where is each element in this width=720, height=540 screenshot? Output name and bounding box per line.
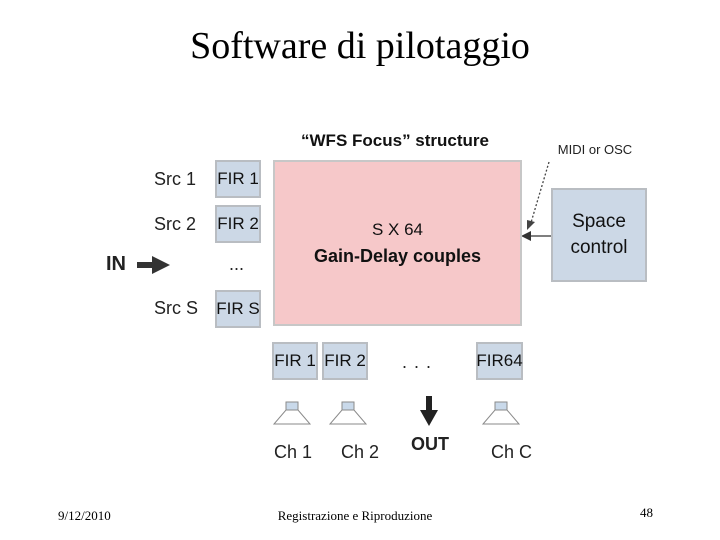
input-fir-box: FIR S <box>215 290 261 328</box>
in-label: IN <box>106 253 126 275</box>
out-label: OUT <box>411 434 449 454</box>
footer-center-text: Registrazione e Riproduzione <box>277 508 433 523</box>
out-arrow-shaft <box>426 396 432 412</box>
in-arrow-shaft <box>137 262 153 268</box>
speaker-icon <box>272 401 312 425</box>
source-label: Src 2 <box>154 214 197 234</box>
channel-label: Ch C <box>491 442 533 462</box>
source-label: Src S <box>154 298 199 318</box>
output-fir-box: FIR 2 <box>322 342 368 380</box>
matrix-size-label: S X 64 <box>371 220 424 239</box>
diagram-title: “WFS Focus” structure <box>301 131 489 150</box>
midi-osc-label: MIDI or OSC <box>557 142 633 157</box>
in-arrow-head <box>152 256 170 274</box>
source-label: Src 1 <box>154 169 197 189</box>
midi-arrow-line <box>529 161 550 227</box>
out-arrow-head <box>420 410 438 426</box>
space-control-line1: Space <box>572 211 626 232</box>
midi-arrow-head <box>527 220 535 230</box>
page-number: 48 <box>640 505 653 520</box>
space-control-line2: control <box>570 237 628 258</box>
input-fir-box: FIR 1 <box>215 160 261 198</box>
matrix-desc-label: Gain-Delay couples <box>313 246 482 266</box>
speaker-icon <box>328 401 368 425</box>
output-ellipsis: . . . <box>402 352 433 372</box>
channel-label: Ch 2 <box>341 442 380 462</box>
space-control-box: Space control <box>551 188 647 282</box>
speaker-icon <box>481 401 521 425</box>
input-fir-box: FIR 2 <box>215 205 261 243</box>
control-arrow-head <box>521 231 531 241</box>
gain-delay-matrix: S X 64 Gain-Delay couples <box>273 160 522 326</box>
source-ellipsis: ... <box>229 254 245 274</box>
footer-date: 9/12/2010 <box>58 508 111 523</box>
slide-title: Software di pilotaggio <box>190 25 530 67</box>
output-fir-box: FIR 1 <box>272 342 318 380</box>
channel-label: Ch 1 <box>274 442 313 462</box>
output-fir-box: FIR64 <box>476 342 523 380</box>
